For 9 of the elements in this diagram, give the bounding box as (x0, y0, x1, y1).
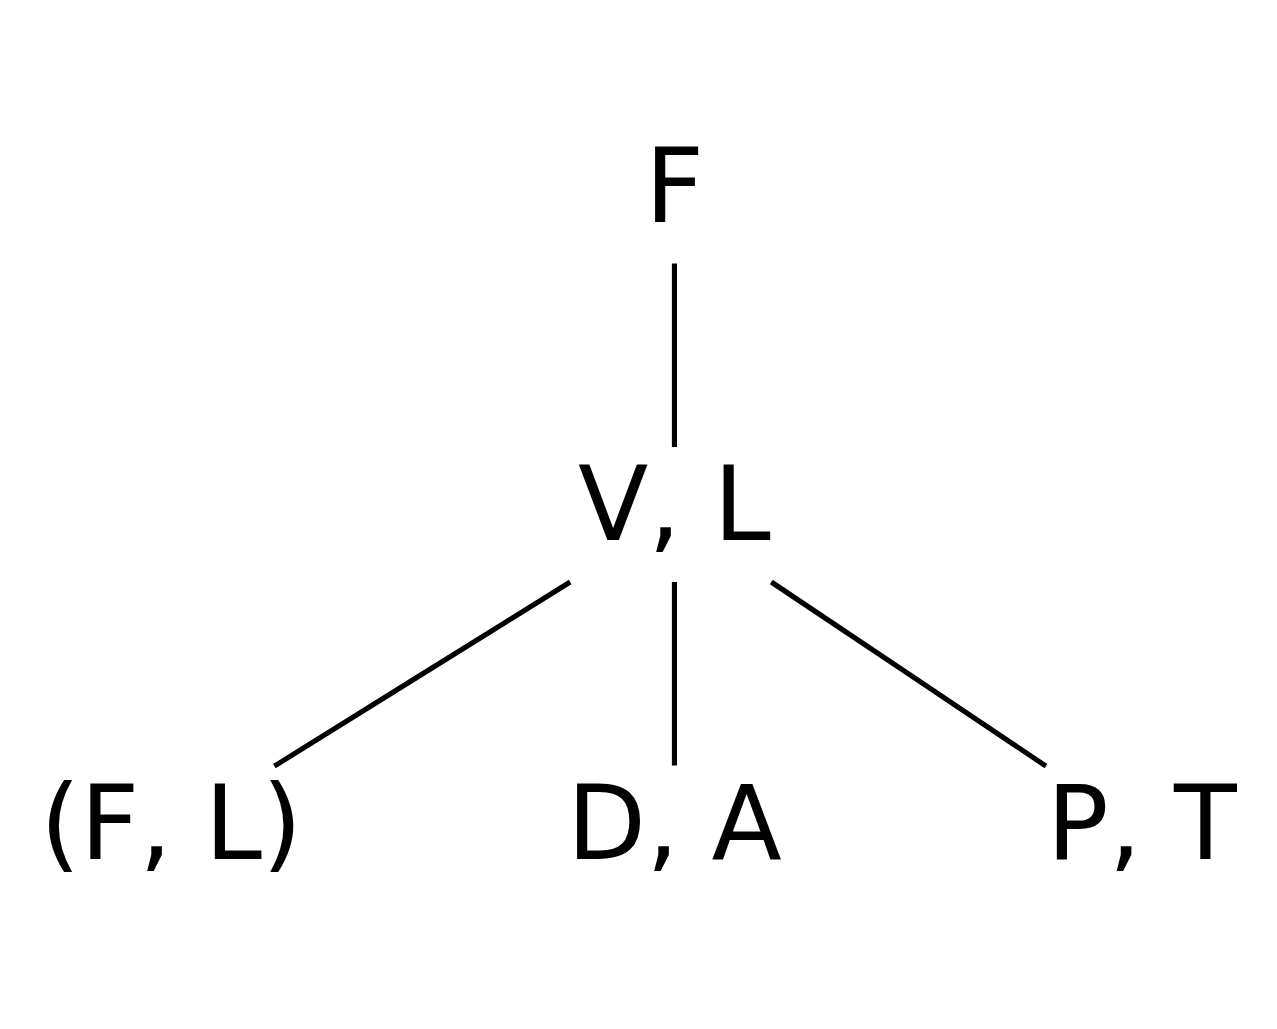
connector (671, 582, 678, 766)
connector (671, 263, 678, 448)
node-text: V, L (578, 445, 771, 565)
node-text: F (644, 126, 704, 246)
node-text: D, A (567, 763, 782, 883)
node-text: P, T (1046, 763, 1237, 883)
node-text: (F, L) (40, 763, 302, 883)
connector (273, 579, 572, 769)
connector (769, 579, 1048, 769)
